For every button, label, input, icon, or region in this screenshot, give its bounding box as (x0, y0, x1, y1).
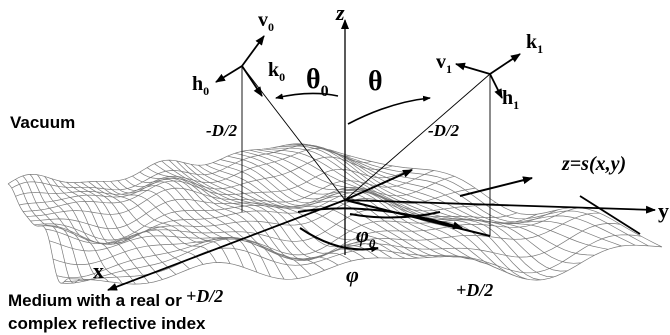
k1-label: k1 (526, 31, 543, 56)
h0-label: h0 (192, 73, 209, 98)
z-axis-label: z (335, 0, 345, 25)
y-axis (344, 199, 656, 214)
medium-label-line1: Medium with a real or (8, 291, 182, 310)
rough-surface-mesh (7, 143, 663, 285)
surface-equation-label: z=s(x,y) (561, 153, 626, 175)
surface-pointer-line (579, 195, 641, 235)
vacuum-label: Vacuum (10, 113, 75, 132)
scattered-triad (455, 53, 521, 99)
theta0-arc (275, 92, 339, 100)
minus-d2-left-label: -D/2 (206, 121, 238, 140)
theta-arc (347, 95, 431, 125)
in-plane-arrows (297, 169, 491, 253)
plus-d2-left-label: +D/2 (186, 286, 223, 306)
phi-label: φ (346, 262, 359, 287)
x-axis (107, 199, 346, 291)
minus-d2-right-label: -D/2 (428, 121, 460, 140)
theta-label: θ (368, 66, 383, 97)
h1-label: h1 (502, 87, 519, 112)
plus-d2-right-label: +D/2 (456, 280, 493, 300)
incident-triad (215, 35, 265, 97)
medium-label-line2: complex reflective index (8, 314, 206, 333)
k0-label: k0 (268, 59, 285, 84)
y-axis-label: y (658, 198, 669, 223)
surface-pointer-arrow (459, 176, 533, 197)
v0-label: v0 (258, 9, 274, 34)
v1-label: v1 (436, 51, 452, 76)
projection-lines (241, 66, 491, 236)
theta0-label: θ0 (306, 64, 329, 100)
x-axis-label: x (93, 258, 104, 283)
phi0-label: φ0 (356, 222, 376, 251)
